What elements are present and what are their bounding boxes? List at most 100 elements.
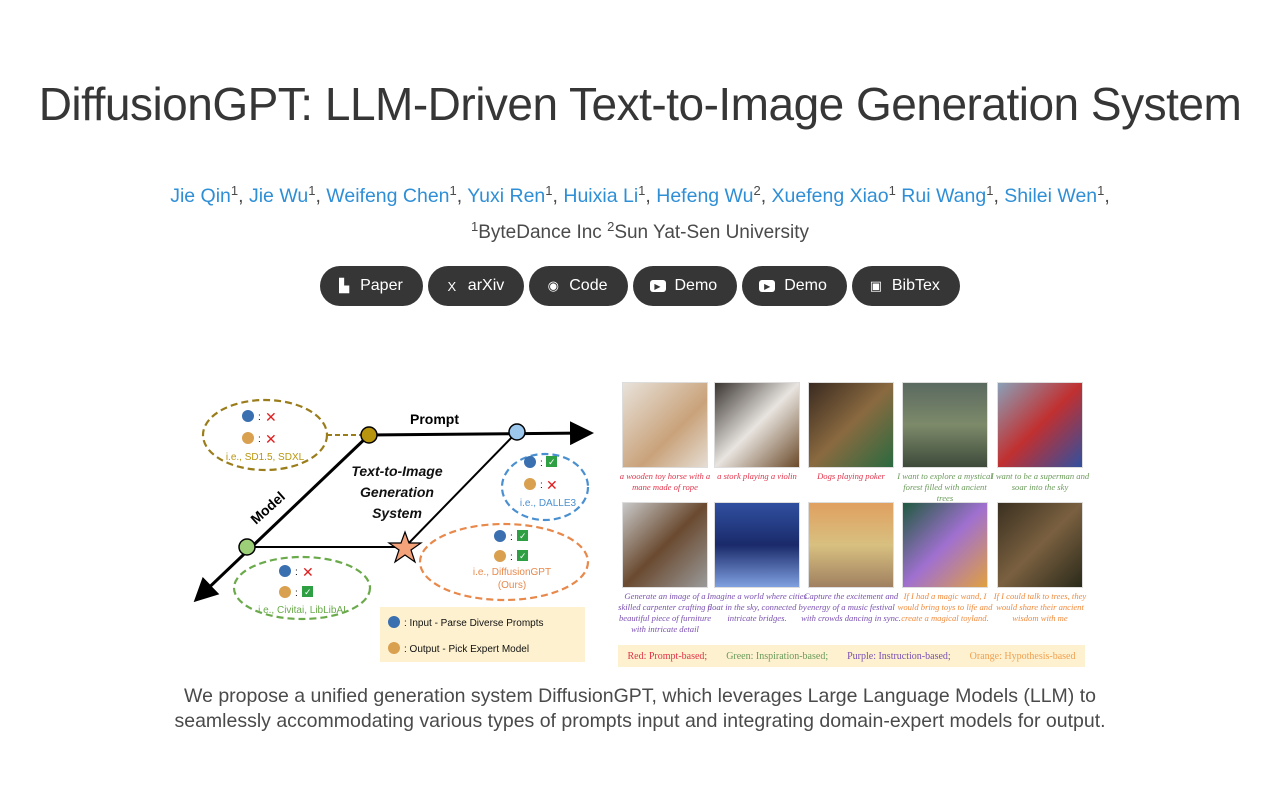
author-list: Jie Qin1, Jie Wu1, Weifeng Chen1, Yuxi R… xyxy=(0,183,1280,208)
svg-text:(Ours): (Ours) xyxy=(498,580,526,591)
author-link[interactable]: Jie Qin xyxy=(170,185,231,207)
svg-text::: : xyxy=(295,588,298,599)
author-affiliation-mark: 2 xyxy=(753,183,761,198)
separator: , xyxy=(993,185,1005,207)
author-affiliation-mark: 1 xyxy=(449,183,457,198)
svg-text:✓: ✓ xyxy=(519,531,527,541)
author-link[interactable]: Hefeng Wu xyxy=(656,185,754,207)
legend-input: : Input - Parse Diverse Prompts xyxy=(404,618,544,629)
svg-text:i.e., DALLE3: i.e., DALLE3 xyxy=(520,498,577,509)
diagram: Prompt Model Text-to-Image Generation Sy… xyxy=(193,398,594,662)
button-label: Demo xyxy=(784,277,827,294)
author-affiliation-mark: 1 xyxy=(545,183,553,198)
pdf-icon: ▙ xyxy=(339,278,350,293)
author-affiliation-mark: 1 xyxy=(230,183,239,198)
author-affiliation-mark: 1 xyxy=(986,183,994,198)
author-link[interactable]: Shilei Wen xyxy=(1004,185,1098,207)
svg-text::: : xyxy=(540,480,543,491)
separator: , xyxy=(552,185,564,207)
gallery-image xyxy=(997,502,1083,588)
legend-item: Orange: Hypothesis-based xyxy=(969,650,1076,662)
author-link[interactable]: Weifeng Chen xyxy=(326,185,450,207)
github-icon: ◉ xyxy=(547,278,559,293)
author-link[interactable]: Yuxi Ren xyxy=(467,185,546,207)
button-label: Paper xyxy=(360,277,403,294)
svg-text::: : xyxy=(295,567,298,578)
legend-output: : Output - Pick Expert Model xyxy=(404,644,529,655)
ours-ellipse xyxy=(418,522,590,602)
teaser-figure: Prompt Model Text-to-Image Generation Sy… xyxy=(190,380,1090,670)
gallery-item: Capture the excitement and energy of a m… xyxy=(801,502,901,624)
svg-text:✕: ✕ xyxy=(265,431,277,447)
button-label: Demo xyxy=(674,277,718,294)
author-link[interactable]: Xuefeng Xiao xyxy=(771,185,889,207)
gallery-image xyxy=(808,382,894,468)
svg-text:✓: ✓ xyxy=(304,587,312,597)
affiliations: 1ByteDance Inc 2Sun Yat-Sen University xyxy=(0,219,1280,244)
gallery-item: I want to be a superman and soar into th… xyxy=(991,382,1089,493)
gallery-image xyxy=(902,382,988,468)
sd-node xyxy=(360,426,378,444)
button-label: arXiv xyxy=(467,277,505,294)
button-paper[interactable]: ▙ Paper xyxy=(320,266,423,306)
dalle-ellipse xyxy=(500,452,590,522)
author-link[interactable]: Huixia Li xyxy=(563,185,639,207)
svg-text::: : xyxy=(540,458,543,469)
button-demo[interactable]: ▶ Demo xyxy=(742,266,847,306)
prompt-axis-arrow xyxy=(368,421,594,446)
button-label: Code xyxy=(569,277,608,294)
head-icon xyxy=(388,616,400,628)
page-title: DiffusionGPT: LLM-Driven Text-to-Image G… xyxy=(38,77,1242,130)
gallery-item: I want to explore a mystical forest fill… xyxy=(897,382,993,504)
author-link[interactable]: Rui Wang xyxy=(901,185,987,207)
svg-text:✓: ✓ xyxy=(548,457,556,467)
gallery-image xyxy=(714,382,800,468)
gallery-image xyxy=(622,382,708,468)
legend-item: Purple: Instruction-based; xyxy=(847,650,951,662)
svg-text::: : xyxy=(258,412,261,423)
button-bibtex[interactable]: ▣BibTex xyxy=(851,266,960,306)
svg-text:✓: ✓ xyxy=(519,551,527,561)
model-axis-arrow xyxy=(193,433,371,603)
dalle-icons: : ✓ :✕ i.e., DALLE3 xyxy=(520,456,577,509)
gallery-image xyxy=(808,502,894,588)
gallery-caption: Imagine a world where cities float in th… xyxy=(707,591,807,623)
gallery-item: Imagine a world where cities float in th… xyxy=(707,502,807,624)
sd-icons: :✕ :✕ i.e., SD1.5, SDXL xyxy=(226,409,305,463)
button-code[interactable]: ◉ Code xyxy=(529,266,628,306)
separator: , xyxy=(456,185,468,207)
svg-text:Text-to-Image: Text-to-Image xyxy=(351,463,442,479)
author-affiliation-mark: 1 xyxy=(638,183,646,198)
separator: , xyxy=(238,185,249,207)
gallery-item: a stork playing a violin xyxy=(714,382,800,482)
legend-item: Red: Prompt-based; xyxy=(627,650,708,662)
author-link[interactable]: Jie Wu xyxy=(248,185,309,207)
svg-text:i.e., DiffusionGPT: i.e., DiffusionGPT xyxy=(473,567,551,578)
separator: , xyxy=(315,185,327,207)
arxiv-icon: X xyxy=(447,278,457,294)
gallery-caption: Generate an image of a skilled carpenter… xyxy=(618,591,712,634)
svg-text:i.e., SD1.5, SDXL: i.e., SD1.5, SDXL xyxy=(226,452,305,463)
button-label: BibTex xyxy=(891,277,940,294)
svg-text:✕: ✕ xyxy=(302,564,314,580)
svg-text:✕: ✕ xyxy=(546,477,558,493)
button-demo[interactable]: ▶Demo xyxy=(632,266,738,306)
youtube-icon: ▶ xyxy=(759,280,776,292)
gallery-item: a wooden toy horse with a mane made of r… xyxy=(620,382,710,493)
gallery-legend: Red: Prompt-based;Green: Inspiration-bas… xyxy=(618,645,1085,667)
center-label: Text-to-Image Generation System xyxy=(351,463,442,521)
diagram-legend xyxy=(380,607,585,662)
affiliation-mark: 1 xyxy=(471,219,479,234)
svg-text:i.e., Civitai, LibLibAI: i.e., Civitai, LibLibAI xyxy=(258,605,346,616)
star-icon xyxy=(387,530,423,564)
gallery-image xyxy=(622,502,708,588)
palette-icon xyxy=(388,642,400,654)
affiliation-name: ByteDance Inc xyxy=(478,222,608,243)
svg-text::: : xyxy=(258,434,261,445)
gallery-caption: Dogs playing poker xyxy=(817,471,885,481)
separator: , xyxy=(645,185,657,207)
author-affiliation-mark: 1 xyxy=(888,183,896,198)
author-affiliation-mark: 1 xyxy=(1097,183,1105,198)
